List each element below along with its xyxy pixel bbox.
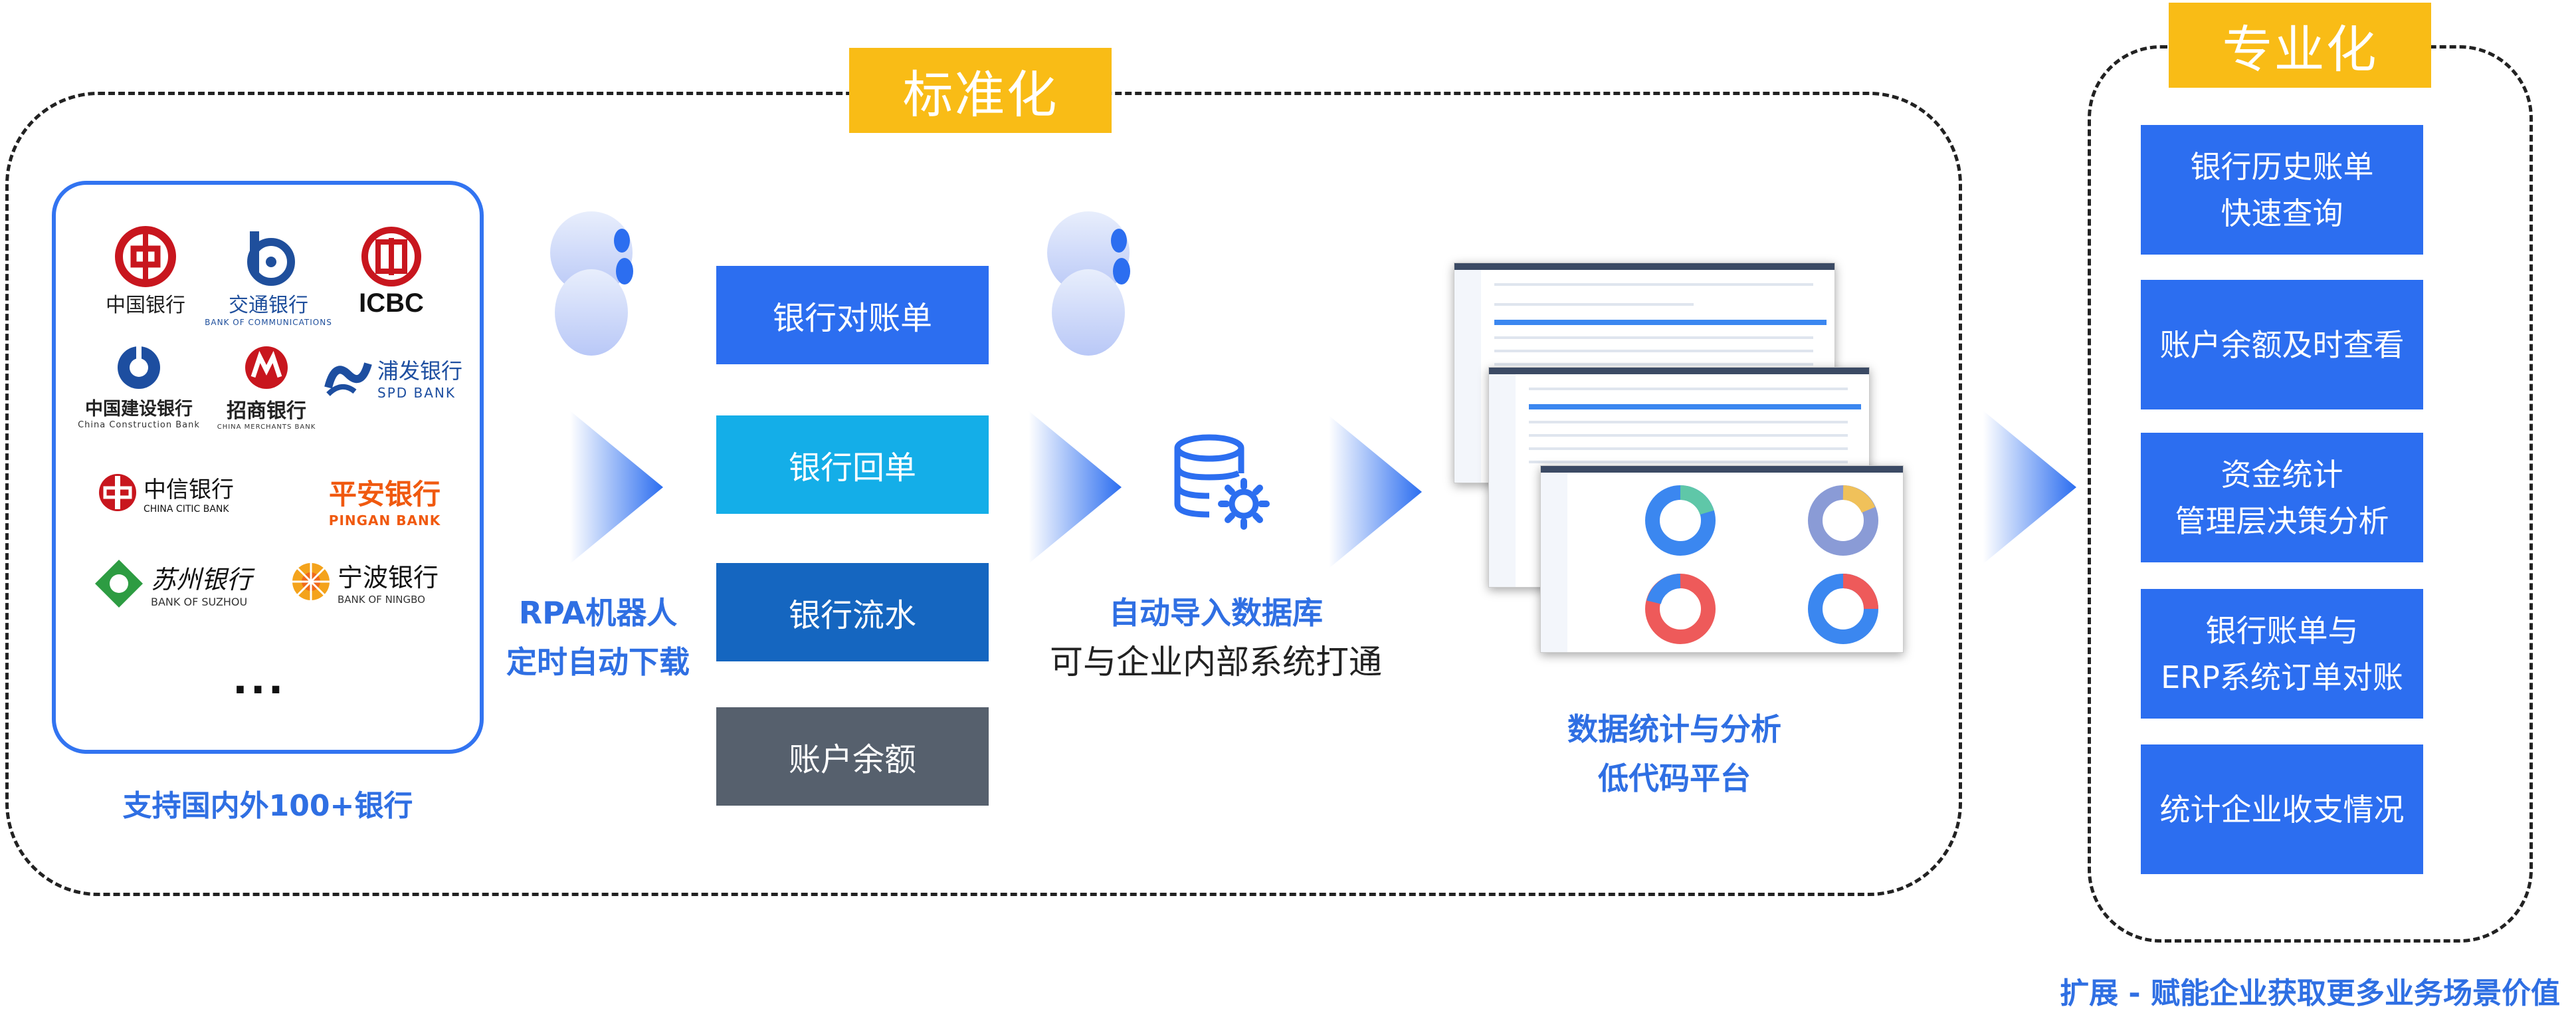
cmb-icon (245, 346, 288, 389)
database-caption: 自动导入数据库 可与企业内部系统打通 (1037, 588, 1395, 687)
donut-chart-icon (1808, 485, 1878, 556)
bank-logo-icbc: ICBC (342, 225, 441, 318)
outcome-erp-reconcile: 银行账单与 ERP系统订单对账 (2141, 589, 2423, 719)
bank-name: 苏州银行 (151, 566, 252, 594)
doc-bank-statement: 银行对账单 (716, 266, 989, 364)
outcome-line1: 银行历史账单 (2190, 148, 2374, 185)
bank-name: 浦发银行 (377, 359, 463, 383)
more-banks-ellipsis: ... (233, 657, 286, 703)
doc-bank-flow: 银行流水 (716, 563, 989, 661)
bank-logo-pingan: 平安银行 PINGAN BANK (308, 472, 461, 528)
bank-en-name: SPD BANK (377, 385, 456, 401)
standardize-tag: 标准化 (849, 48, 1112, 133)
doc-account-balance: 账户余额 (716, 707, 989, 806)
bank-en-name: PINGAN BANK (328, 513, 441, 528)
lowcode-caption: 数据统计与分析 低代码平台 (1522, 705, 1827, 803)
dashboard-screenshot-3 (1540, 465, 1904, 653)
lowcode-caption-line2: 低代码平台 (1598, 760, 1751, 796)
arrow-right-icon (1983, 411, 2076, 564)
banks-caption: 支持国内外100+银行 (122, 789, 413, 823)
bank-logo-spdb: 浦发银行 SPD BANK (322, 354, 481, 401)
bocom-icon (247, 231, 295, 286)
outcome-line1: 账户余额及时查看 (2159, 326, 2405, 363)
bank-logo-suzhou: 苏州银行 BANK OF SUZHOU (92, 557, 285, 610)
bank-en-name: BANK OF SUZHOU (151, 596, 248, 608)
bank-en-name: BANK OF NINGBO (338, 594, 425, 606)
bank-logos-panel: 中国银行 交通银行 BANK OF COMMUNICATIONS ICBC 中国… (52, 181, 484, 754)
bank-en-name: CHINA CITIC BANK (144, 503, 229, 514)
outcome-line2: 管理层决策分析 (2175, 503, 2389, 539)
bank-en-name: CHINA MERCHANTS BANK (217, 423, 316, 431)
ccb-icon (118, 345, 160, 389)
outcome-balance-view: 账户余额及时查看 (2141, 280, 2423, 409)
bank-logo-bocom: 交通银行 BANK OF COMMUNICATIONS (195, 225, 342, 327)
donut-chart-icon (1645, 485, 1716, 556)
professional-tag: 专业化 (2169, 3, 2431, 88)
arrow-right-icon (1029, 411, 1122, 564)
rpa-caption-line2: 定时自动下载 (506, 644, 690, 680)
bank-name: ICBC (359, 288, 424, 318)
bank-logo-ningbo: 宁波银行 BANK OF NINGBO (288, 557, 468, 606)
rpa-caption: RPA机器人 定时自动下载 (492, 588, 704, 687)
bank-name: 宁波银行 (338, 564, 439, 592)
bank-name: 招商银行 (227, 399, 306, 423)
outcome-line1: 统计企业收支情况 (2159, 791, 2405, 828)
bank-name: 平安银行 (328, 479, 441, 510)
donut-chart-icon (1645, 574, 1716, 644)
spdb-icon (324, 362, 372, 396)
outcome-income-expense: 统计企业收支情况 (2141, 744, 2423, 874)
bank-en-name: China Construction Bank (78, 420, 200, 430)
outcome-line2: 快速查询 (2221, 195, 2343, 231)
footer-caption: 扩展 - 赋能企业获取更多业务场景价值 (2060, 976, 2560, 1010)
bank-logo-boc: 中国银行 (89, 225, 202, 318)
suzhou-icon (95, 560, 143, 608)
ningbo-icon (292, 562, 330, 600)
bank-en-name: BANK OF COMMUNICATIONS (205, 318, 332, 327)
outcome-fund-stats: 资金统计 管理层决策分析 (2141, 433, 2423, 562)
bank-name: 中国建设银行 (85, 399, 193, 419)
outcome-history-query: 银行历史账单 快速查询 (2141, 125, 2423, 255)
lowcode-caption-line1: 数据统计与分析 (1567, 711, 1781, 747)
arrow-right-icon (570, 411, 663, 564)
doc-bank-receipt: 银行回单 (716, 415, 989, 514)
database-gear-icon (1174, 434, 1270, 530)
bank-name: 中信银行 (144, 477, 234, 503)
robot-icon (1047, 211, 1130, 356)
database-caption-line1: 自动导入数据库 (1109, 595, 1323, 631)
outcome-line1: 资金统计 (2221, 456, 2343, 493)
bank-logo-cmb: 招商银行 CHINA MERCHANTS BANK (203, 341, 330, 431)
database-caption-line2: 可与企业内部系统打通 (1050, 643, 1382, 681)
rpa-caption-line1: RPA机器人 (518, 595, 678, 631)
bank-logo-citic: 中信银行 CHINA CITIC BANK (96, 471, 262, 514)
donut-chart-icon (1808, 574, 1878, 644)
bank-logo-ccb: 中国建设银行 China Construction Bank (69, 341, 209, 430)
arrow-right-icon (1329, 415, 1422, 568)
bank-name: 交通银行 (229, 294, 308, 317)
boc-icon (115, 226, 176, 287)
robot-icon (550, 211, 633, 356)
bank-name: 中国银行 (106, 294, 185, 317)
citic-icon (99, 474, 136, 511)
icbc-icon (361, 227, 421, 286)
outcome-line2: ERP系统订单对账 (2161, 659, 2403, 695)
outcome-line1: 银行账单与 (2205, 612, 2359, 649)
